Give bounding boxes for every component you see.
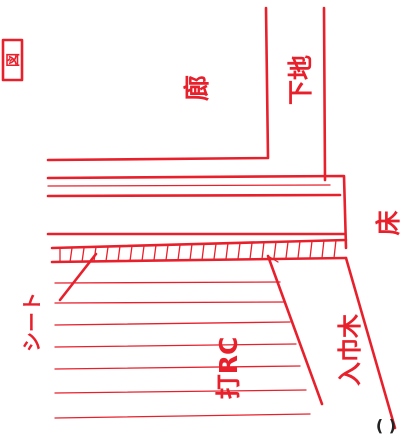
sheet-band-top xyxy=(50,238,348,250)
sheet-band-bottom xyxy=(50,256,348,264)
svg-text:廊: 廊 xyxy=(182,75,213,101)
page-bracket: ( ) xyxy=(376,416,396,435)
svg-text:シート: シート xyxy=(20,292,44,352)
svg-text:図: 図 xyxy=(6,53,22,67)
corridor-label: 廊 xyxy=(182,75,213,101)
wall-line-outer xyxy=(322,6,327,182)
shitaji-label: 下地 xyxy=(286,55,315,105)
floor-line-3 xyxy=(46,193,342,198)
concrete-label: 打RC xyxy=(214,337,243,400)
sheet-label: シート xyxy=(20,292,44,352)
floor-line-2 xyxy=(47,184,331,187)
baseboard-line xyxy=(266,254,324,406)
figure-label-box xyxy=(1,38,24,82)
wall-line-inner xyxy=(46,6,270,162)
sheet-leader-line xyxy=(58,252,98,302)
baseboard-tick xyxy=(267,255,279,263)
svg-text:床: 床 xyxy=(374,210,403,235)
concrete-lines xyxy=(54,281,311,419)
sheet-hatching xyxy=(59,239,337,263)
floor-line-top xyxy=(46,174,348,250)
tatami-label: 床 xyxy=(374,210,403,235)
figure-mark-label: 図 xyxy=(6,53,22,67)
entry-wood-label: 入巾木 xyxy=(336,313,364,386)
svg-text:打RC: 打RC xyxy=(214,337,243,400)
svg-text:入巾木: 入巾木 xyxy=(336,313,364,386)
edge-line xyxy=(344,256,397,430)
svg-text:下地: 下地 xyxy=(286,55,315,105)
